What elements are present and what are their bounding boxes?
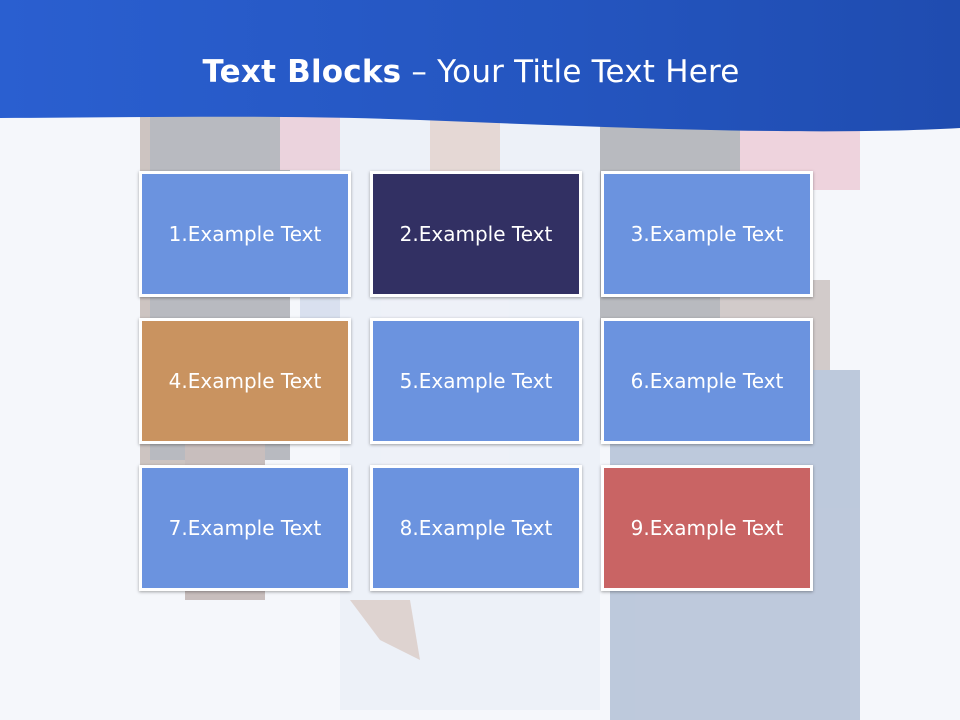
text-block-label: 1.Example Text [168,222,322,246]
title-rest: Your Title Text Here [437,54,740,90]
header-band [0,0,960,132]
text-block-label: 8.Example Text [399,516,553,540]
text-block-9[interactable]: 9.Example Text [601,465,813,591]
text-block-label: 7.Example Text [168,516,322,540]
title-bold: Text Blocks [202,54,402,90]
text-block-7[interactable]: 7.Example Text [139,465,351,591]
text-block-label: 9.Example Text [630,516,784,540]
text-block-6[interactable]: 6.Example Text [601,318,813,444]
title-separator: – [411,54,428,90]
text-block-label: 2.Example Text [399,222,553,246]
slide-title: Text Blocks – Your Title Text Here [0,54,942,90]
text-block-1[interactable]: 1.Example Text [139,171,351,297]
text-block-label: 6.Example Text [630,369,784,393]
text-block-4[interactable]: 4.Example Text [139,318,351,444]
text-block-label: 3.Example Text [630,222,784,246]
text-block-8[interactable]: 8.Example Text [370,465,582,591]
text-block-label: 5.Example Text [399,369,553,393]
text-block-2[interactable]: 2.Example Text [370,171,582,297]
text-block-3[interactable]: 3.Example Text [601,171,813,297]
text-block-label: 4.Example Text [168,369,322,393]
text-block-5[interactable]: 5.Example Text [370,318,582,444]
